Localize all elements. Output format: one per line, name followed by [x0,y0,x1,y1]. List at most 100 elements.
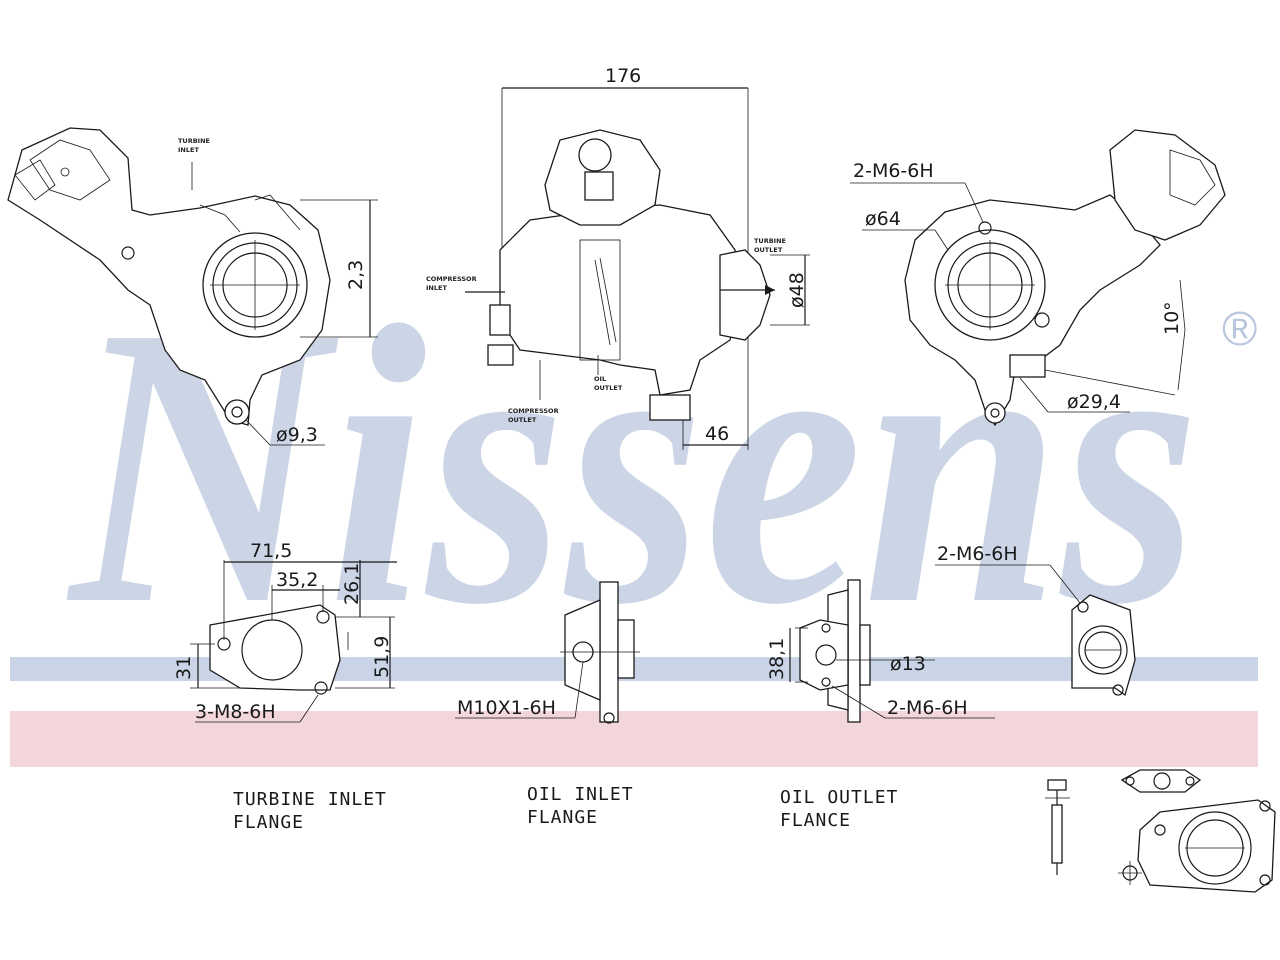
angle-arc [1177,279,1186,391]
diameter-leader [934,229,949,251]
compressor-inlet-stub [489,304,511,336]
top-right-turbo-view: 2-M6-6H ø64 10° ø29,4 [850,129,1226,427]
small-gasket-hole-2 [1185,776,1195,786]
oil-outlet-flange [799,619,849,691]
large-gasket [1137,799,1276,893]
gasket-bore [1078,625,1128,675]
caption-line-2: FLANCE [780,810,851,831]
compressor-inlet-label-1: COMPRESSOR [426,275,477,283]
top-left-turbo-view: TURBINE INLET 2,3 ø9,3 [7,127,378,446]
caption-line-1: OIL OUTLET [780,787,898,808]
angle-label: 10° [1161,301,1183,335]
thread-leader [831,685,886,719]
thread-label: 2-M6-6H [937,543,1018,565]
caption-line-1: OIL INLET [527,784,634,805]
oil-inlet-boss [617,619,635,679]
actuator-connector-box [584,171,614,201]
caption-line-2: FLANGE [527,807,598,828]
turbine-outlet-label-2: OUTLET [754,246,783,254]
dim-hole: ø13 [890,653,926,675]
kit-parts [1045,769,1276,893]
compressor-outlet-label-1: COMPRESSOR [508,407,559,415]
housing-detail-2 [254,194,301,231]
stud-hole-icon-2 [1034,312,1050,328]
dim-offset: 46 [705,423,729,445]
thread-leader [574,661,584,719]
stud-hole-icon [978,221,992,235]
shaft-line-2 [599,257,617,343]
thread-label: 2-M6-6H [853,160,934,182]
turbine-outlet-arrowhead [765,285,775,295]
small-gasket [1120,769,1202,793]
thread-label: 2-M6-6H [887,697,968,719]
compressor-outlet-stub [487,344,514,366]
dim-outlet: ø48 [786,272,808,308]
oil-outlet-plate [847,579,861,723]
caption-line-1: TURBINE INLET [233,789,387,810]
actuator-connector-right [1169,149,1216,206]
thread-leader [964,182,984,223]
actuator-connector [14,159,56,201]
oil-flange-right [1009,354,1046,378]
actuator-body-right [1109,129,1226,241]
turbine-flange-plate [209,604,341,691]
turbo-housing-outline [7,127,331,426]
bolt-head [1047,779,1067,791]
actuator-body [29,139,111,201]
oil-outlet-flange-view: 38,1 ø13 2-M6-6H OIL OUTLET FLANCE [766,579,995,831]
flange-stud-hole-3 [314,681,328,695]
large-gasket-bore [1178,811,1252,885]
gasket-outline [1071,594,1136,697]
oil-outlet-bolt-1 [821,623,831,633]
actuator-dome [578,138,612,172]
turbine-outlet-label-1: TURBINE [754,237,786,245]
bolt-thread [1051,804,1063,864]
dim-width: 71,5 [250,540,292,562]
thread-leader [1049,564,1081,604]
large-gasket-hole-2 [1259,800,1271,812]
turbine-inlet-label-2: INLET [178,146,199,154]
diameter-small-label: ø29,4 [1067,391,1121,413]
large-gasket-hole-1 [1154,824,1166,836]
gasket-stud-hole-2 [1112,684,1124,696]
caption-line-2: FLANGE [233,812,304,833]
mount-hole-bottom-right [984,402,1006,424]
oil-inlet-flange-view: M10X1-6H OIL INLET FLANGE [455,581,640,828]
mount-hole-icon [121,246,135,260]
mount-hole-bottom [224,399,250,425]
large-gasket-hole-3 [1259,874,1271,886]
dim-width: 176 [605,65,641,87]
oil-outlet-bolt-2 [821,677,831,687]
housing-detail [199,204,241,233]
turbine-outlet-flange-side [719,249,771,341]
top-center-turbo-view: 176 COMPRESSOR INLET TURBINE OUTLET COMP… [426,65,810,450]
watermark-band-pink [10,711,1258,767]
dim-top: 26,1 [341,563,363,605]
angle-ref-line [1044,369,1176,396]
mount-hole-bottom-bore [231,406,243,418]
watermark-registered-mark: ® [1222,303,1257,356]
dim-half: 35,2 [276,569,318,591]
outlet-gasket-view: 2-M6-6H [935,543,1136,697]
dim-height: 51,9 [371,636,393,678]
thread-label: 3-M8-6H [195,701,276,723]
shaft-line [594,259,611,346]
thread-label: M10X1-6H [457,697,556,719]
turbine-inlet-flange-view: 71,5 35,2 26,1 51,9 31 3-M8-6H TURBINE I… [173,540,397,833]
oil-outlet-boss [859,624,871,686]
dim-hole: ø9,3 [276,424,318,446]
oil-inlet-bolt-icon [603,712,615,724]
compressor-inlet-label-2: INLET [426,284,447,292]
hole-leader [245,419,271,446]
small-gasket-bore [1153,772,1171,790]
small-dia-leader [1019,377,1049,413]
dim-left: 31 [173,656,195,680]
gasket-stud-hole-1 [1077,601,1089,613]
oil-outlet-label-1: OIL [594,375,606,383]
center-core [579,239,621,361]
thread-leader [299,694,319,723]
oil-outlet-port [815,644,837,666]
diameter-label: ø64 [865,208,901,230]
